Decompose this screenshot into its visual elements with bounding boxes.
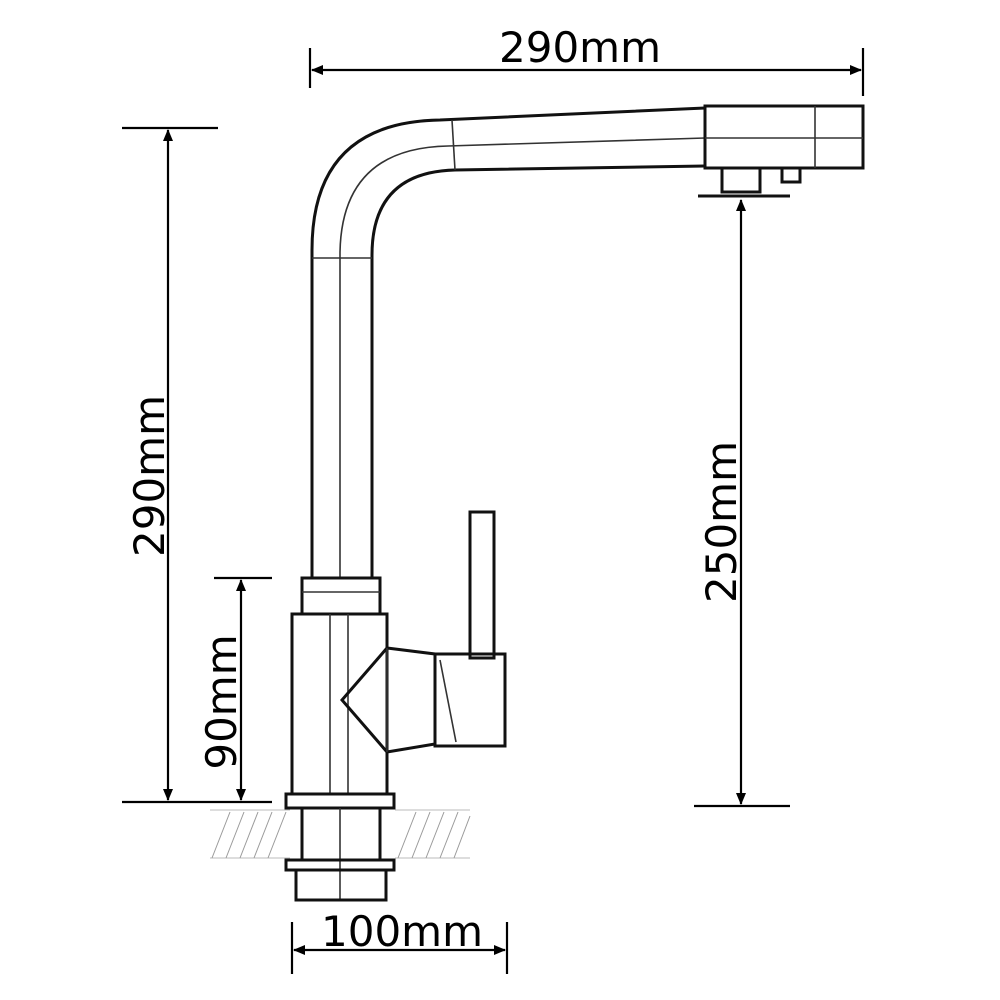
spout-nozzle [720, 166, 762, 194]
collar-ring [300, 576, 382, 616]
label-total-height: 290mm [125, 395, 174, 557]
lever-base [433, 652, 507, 748]
spout-outer-edge [310, 106, 706, 578]
dimension-body-height: 90mm [197, 576, 272, 801]
shank [300, 806, 382, 862]
label-top-width: 290mm [499, 23, 661, 72]
main-body [290, 612, 389, 796]
counter-hatch [210, 809, 471, 859]
dimension-total-height: 290mm [122, 126, 272, 804]
dimension-base-width: 100mm [290, 907, 509, 974]
label-base-width: 100mm [321, 907, 483, 956]
spout-inner-edge [370, 164, 706, 578]
spout-head [703, 104, 865, 170]
label-body-height: 90mm [197, 634, 246, 769]
dimension-top-width: 290mm [308, 23, 865, 96]
valve-housing [340, 646, 437, 754]
base-flange [284, 792, 396, 810]
label-spout-clearance: 250mm [697, 441, 746, 603]
dimension-spout-clearance: 250mm [694, 199, 790, 808]
faucet-outline [284, 104, 865, 902]
lever-handle [468, 510, 496, 660]
shank-bottom [294, 868, 388, 902]
filter-nozzle [780, 166, 802, 184]
